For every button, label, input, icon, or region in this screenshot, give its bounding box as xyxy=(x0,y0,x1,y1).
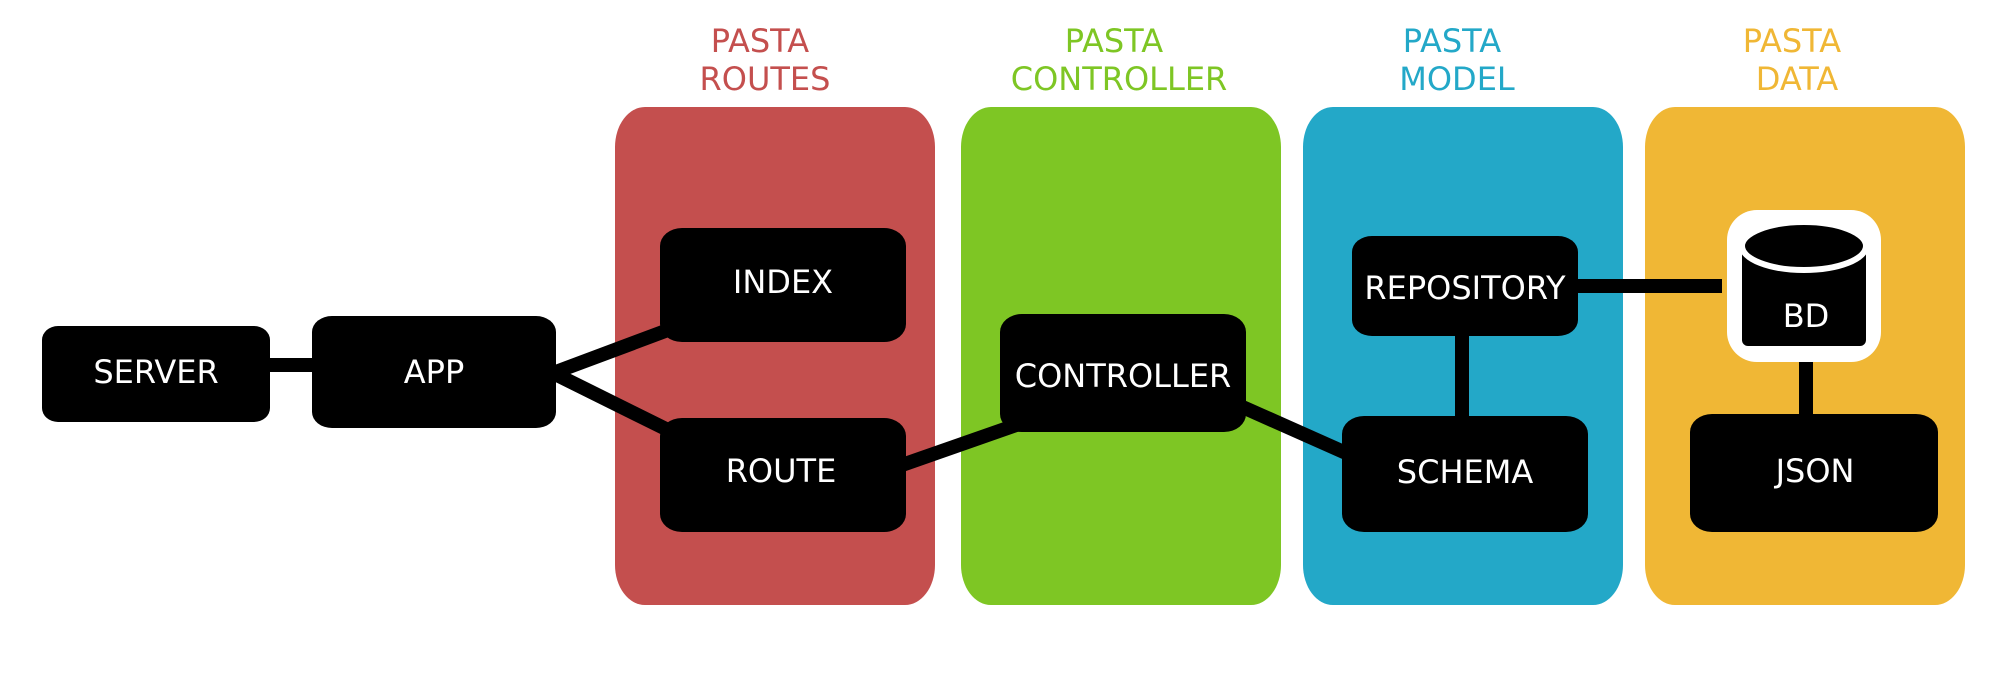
node-repository-label: REPOSITORY xyxy=(1364,269,1566,307)
node-server-label: SERVER xyxy=(93,353,218,391)
heading-controller: PASTA CONTROLLER xyxy=(1011,22,1228,98)
node-controller-label: CONTROLLER xyxy=(1015,357,1232,395)
node-app[interactable]: APP xyxy=(312,316,556,428)
database-icon-top xyxy=(1739,219,1869,273)
node-controller[interactable]: CONTROLLER xyxy=(1000,314,1246,432)
node-bd[interactable]: BD xyxy=(1727,210,1881,362)
node-route-label: ROUTE xyxy=(726,452,837,490)
node-route[interactable]: ROUTE xyxy=(660,418,906,532)
edge-app-route xyxy=(549,366,672,437)
node-app-label: APP xyxy=(404,353,464,391)
heading-data: PASTA DATA xyxy=(1743,22,1852,98)
node-schema[interactable]: SCHEMA xyxy=(1342,416,1588,532)
edge-app-index xyxy=(550,323,671,380)
node-index-label: INDEX xyxy=(733,263,833,301)
database-icon xyxy=(1742,248,1866,346)
edge-controller-schema xyxy=(1235,398,1349,460)
node-json-label: JSON xyxy=(1774,452,1855,490)
node-index[interactable]: INDEX xyxy=(660,228,906,342)
heading-model: PASTA MODEL xyxy=(1399,22,1515,98)
node-schema-label: SCHEMA xyxy=(1397,453,1534,491)
edge-route-controller xyxy=(899,416,1025,472)
heading-routes: PASTA ROUTES xyxy=(700,22,831,98)
node-bd-label: BD xyxy=(1783,297,1830,335)
node-json[interactable]: JSON xyxy=(1690,414,1938,532)
node-repository[interactable]: REPOSITORY xyxy=(1352,236,1578,336)
node-server[interactable]: SERVER xyxy=(42,326,270,422)
